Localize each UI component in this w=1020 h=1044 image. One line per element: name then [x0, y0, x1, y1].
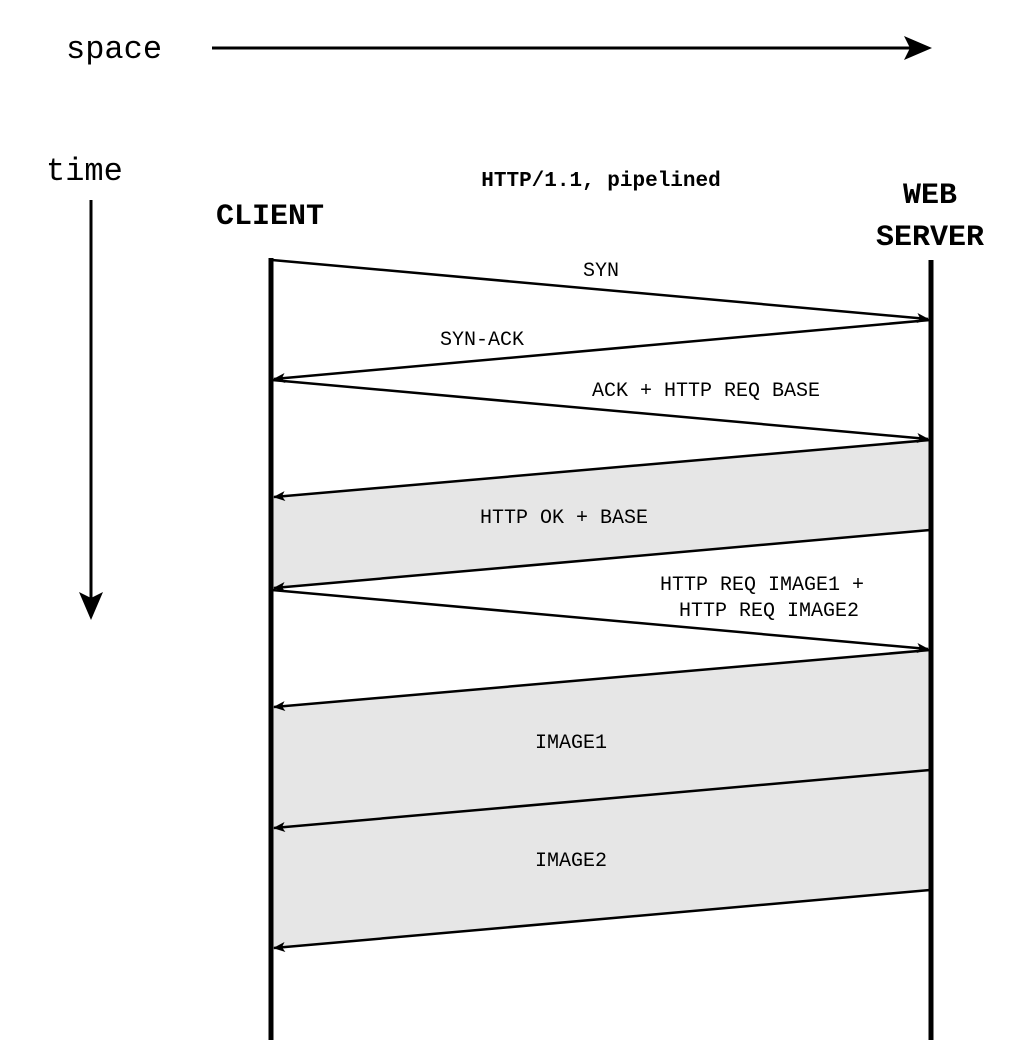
client-label: CLIENT: [216, 200, 324, 234]
time-axis-arrowhead: [79, 592, 103, 620]
message-syn-arrow: [271, 258, 929, 323]
message-image2-end-arrow: [273, 888, 931, 953]
message-req-images-label-line2: HTTP REQ IMAGE2: [679, 600, 859, 623]
message-http-ok-base-start-arrow: [273, 438, 931, 502]
message-syn-ack-arrow: [273, 318, 931, 383]
message-image2-label: IMAGE2: [535, 850, 607, 873]
message-image1-start-arrow: [273, 648, 931, 712]
message-image1-end-arrow: [273, 768, 931, 833]
diagram-title: HTTP/1.1, pipelined: [481, 170, 720, 193]
space-axis-label: space: [66, 31, 162, 68]
transfer-band-base: [272, 440, 930, 588]
message-http-ok-base-end-arrow: [273, 528, 931, 593]
message-image1-label: IMAGE1: [535, 732, 607, 755]
time-axis-label: time: [46, 153, 123, 190]
server-label-line2: SERVER: [876, 221, 984, 255]
message-req-images-label-line1: HTTP REQ IMAGE1 +: [660, 574, 864, 597]
message-syn-label: SYN: [583, 260, 619, 283]
server-label-line1: WEB: [903, 179, 957, 213]
message-http-ok-base-label: HTTP OK + BASE: [480, 507, 648, 530]
message-syn-ack-label: SYN-ACK: [440, 329, 524, 352]
message-ack-req-base-label: ACK + HTTP REQ BASE: [592, 380, 820, 403]
space-axis-arrowhead: [904, 36, 932, 60]
message-req-images-arrow: [271, 588, 929, 653]
message-ack-req-base-arrow: [271, 378, 929, 443]
